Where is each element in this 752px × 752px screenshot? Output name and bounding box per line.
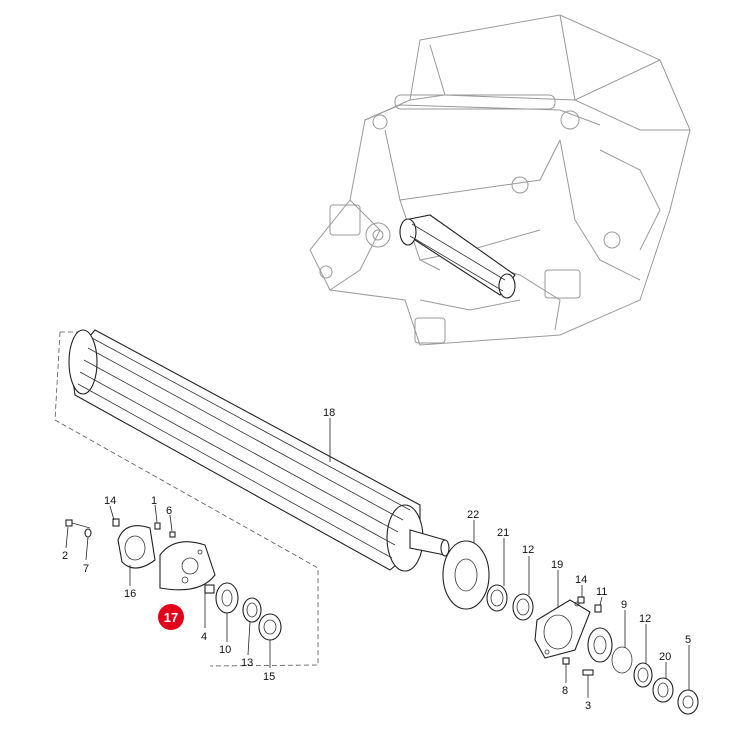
frame-roller [399,214,516,299]
callout-21: 21 [497,527,509,539]
callout-15: 15 [263,671,275,683]
callout-16: 16 [124,588,136,600]
reference-outline [54,331,319,667]
callout-3: 3 [585,700,591,712]
callout-22: 22 [467,509,479,521]
callout-12a: 12 [522,544,534,556]
callout-13: 13 [241,657,253,669]
callout-12b: 12 [639,613,651,625]
callout-5: 5 [685,634,691,646]
left-end-parts [65,518,282,641]
callout-19: 19 [551,559,563,571]
highlight-callout-17[interactable] [158,604,184,630]
callout-8: 8 [562,685,568,697]
roller-18 [68,329,450,572]
callout-10: 10 [219,644,231,656]
callout-1: 1 [151,495,157,507]
callout-9: 9 [621,599,627,611]
callout-18: 18 [323,407,335,419]
callout-labels: 18 14 1 6 2 7 16 4 10 13 15 22 21 12 19 … [62,407,691,712]
callout-20: 20 [659,651,671,663]
leader-lines [65,418,690,698]
callout-2: 2 [62,550,68,562]
callout-14b: 14 [575,574,587,586]
highlight-label-17: 17 [164,610,178,625]
callout-4: 4 [201,631,207,643]
right-end-parts [442,540,699,715]
callout-6: 6 [166,505,172,517]
callout-14a: 14 [104,495,116,507]
callout-7: 7 [83,563,89,575]
callout-11: 11 [596,586,607,598]
